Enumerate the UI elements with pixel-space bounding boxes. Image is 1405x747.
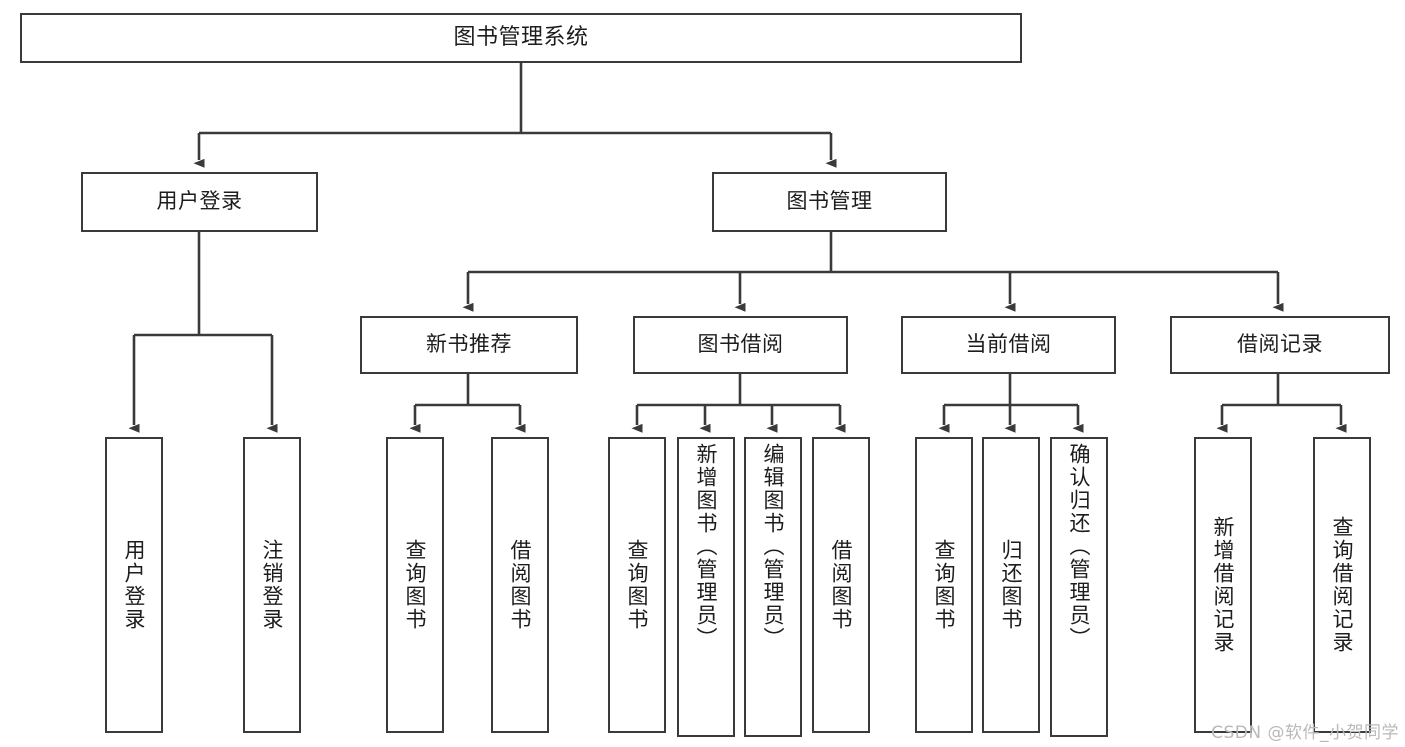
node-borrow-record[interactable]: 借阅记录 xyxy=(1170,316,1390,374)
node-label: 图书借阅 xyxy=(697,332,784,357)
leaf-return-book[interactable]: 归还图书 xyxy=(982,437,1040,733)
node-user-login[interactable]: 用户登录 xyxy=(81,172,318,232)
node-label: 新增借阅记录 xyxy=(1211,516,1236,654)
leaf-user-login[interactable]: 用户登录 xyxy=(105,437,163,733)
node-label: 当前借阅 xyxy=(965,332,1052,357)
node-current-borrow[interactable]: 当前借阅 xyxy=(901,316,1116,374)
node-label: 确认归还（管理员） xyxy=(1067,443,1092,650)
node-label: 查询图书 xyxy=(403,539,428,631)
leaf-borrow-book-2[interactable]: 借阅图书 xyxy=(812,437,870,733)
node-root-system[interactable]: 图书管理系统 xyxy=(20,13,1022,63)
node-label: 借阅图书 xyxy=(508,539,533,631)
node-book-borrow[interactable]: 图书借阅 xyxy=(633,316,848,374)
leaf-query-borrow-record[interactable]: 查询借阅记录 xyxy=(1313,437,1371,733)
leaf-borrow-book-1[interactable]: 借阅图书 xyxy=(491,437,549,733)
node-label: 借阅图书 xyxy=(829,539,854,631)
node-label: 查询借阅记录 xyxy=(1330,516,1355,654)
node-label: 归还图书 xyxy=(999,539,1024,631)
leaf-logout-login[interactable]: 注销登录 xyxy=(243,437,301,733)
node-book-management[interactable]: 图书管理 xyxy=(712,172,947,232)
node-label: 查询图书 xyxy=(625,539,650,631)
leaf-query-book-2[interactable]: 查询图书 xyxy=(608,437,666,733)
node-label: 图书管理系统 xyxy=(453,24,589,50)
leaf-query-book-3[interactable]: 查询图书 xyxy=(915,437,973,733)
node-label: 新增图书（管理员） xyxy=(694,443,719,650)
watermark-text: CSDN @软件_小贺同学 xyxy=(1211,723,1399,743)
node-label: 新书推荐 xyxy=(426,332,512,357)
leaf-edit-book-admin[interactable]: 编辑图书（管理员） xyxy=(744,437,802,737)
leaf-add-book-admin[interactable]: 新增图书（管理员） xyxy=(677,437,735,737)
node-label: 图书管理 xyxy=(786,189,873,214)
node-label: 用户登录 xyxy=(122,539,147,631)
leaf-query-book-1[interactable]: 查询图书 xyxy=(386,437,444,733)
node-label: 注销登录 xyxy=(260,539,285,631)
node-label: 借阅记录 xyxy=(1237,332,1323,357)
leaf-confirm-return-admin[interactable]: 确认归还（管理员） xyxy=(1050,437,1108,737)
node-label: 用户登录 xyxy=(156,189,243,214)
node-label: 编辑图书（管理员） xyxy=(761,443,786,650)
node-new-book-recommend[interactable]: 新书推荐 xyxy=(360,316,578,374)
leaf-add-borrow-record[interactable]: 新增借阅记录 xyxy=(1194,437,1252,733)
node-label: 查询图书 xyxy=(932,539,957,631)
